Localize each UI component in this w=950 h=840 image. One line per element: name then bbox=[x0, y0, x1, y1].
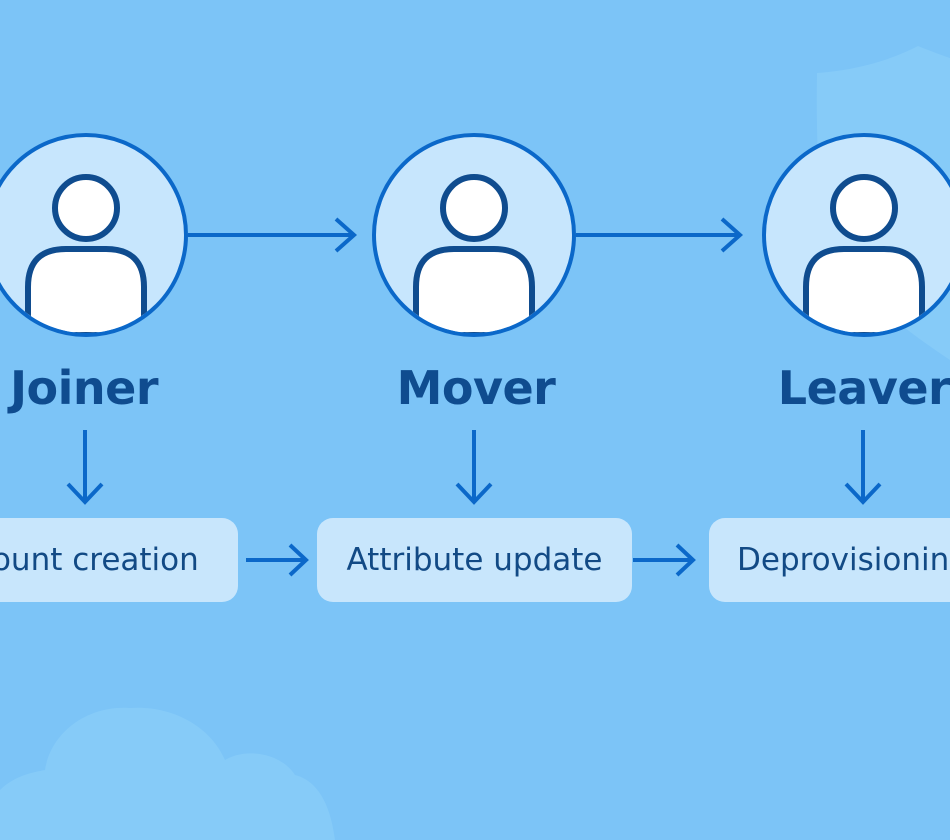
step-box-attribute-update: Attribute update bbox=[317, 518, 632, 602]
role-label-leaver: Leaver bbox=[777, 361, 950, 415]
leaver-avatar bbox=[762, 133, 950, 337]
step-label-account-creation: Account creation bbox=[0, 542, 199, 578]
joiner-avatar bbox=[0, 133, 188, 337]
arrow-right-icon bbox=[246, 543, 309, 577]
cloud-shape bbox=[0, 707, 335, 840]
role-label-mover: Mover bbox=[396, 361, 556, 415]
step-box-account-creation: Account creation bbox=[0, 518, 238, 602]
step-label-deprovisioning: Deprovisioning bbox=[737, 542, 950, 578]
user-icon bbox=[803, 174, 925, 333]
arrow-right-icon bbox=[633, 543, 696, 577]
arrow-down-icon bbox=[66, 430, 104, 505]
step-label-attribute-update: Attribute update bbox=[346, 542, 603, 578]
mover-avatar bbox=[372, 133, 576, 337]
arrow-right-icon bbox=[576, 217, 744, 253]
arrow-right-icon bbox=[188, 217, 358, 253]
arrow-down-icon bbox=[844, 430, 882, 505]
user-icon bbox=[413, 174, 535, 333]
step-box-deprovisioning: Deprovisioning bbox=[709, 518, 950, 602]
user-icon bbox=[25, 174, 147, 333]
role-label-joiner: Joiner bbox=[9, 361, 159, 415]
arrow-down-icon bbox=[455, 430, 493, 505]
